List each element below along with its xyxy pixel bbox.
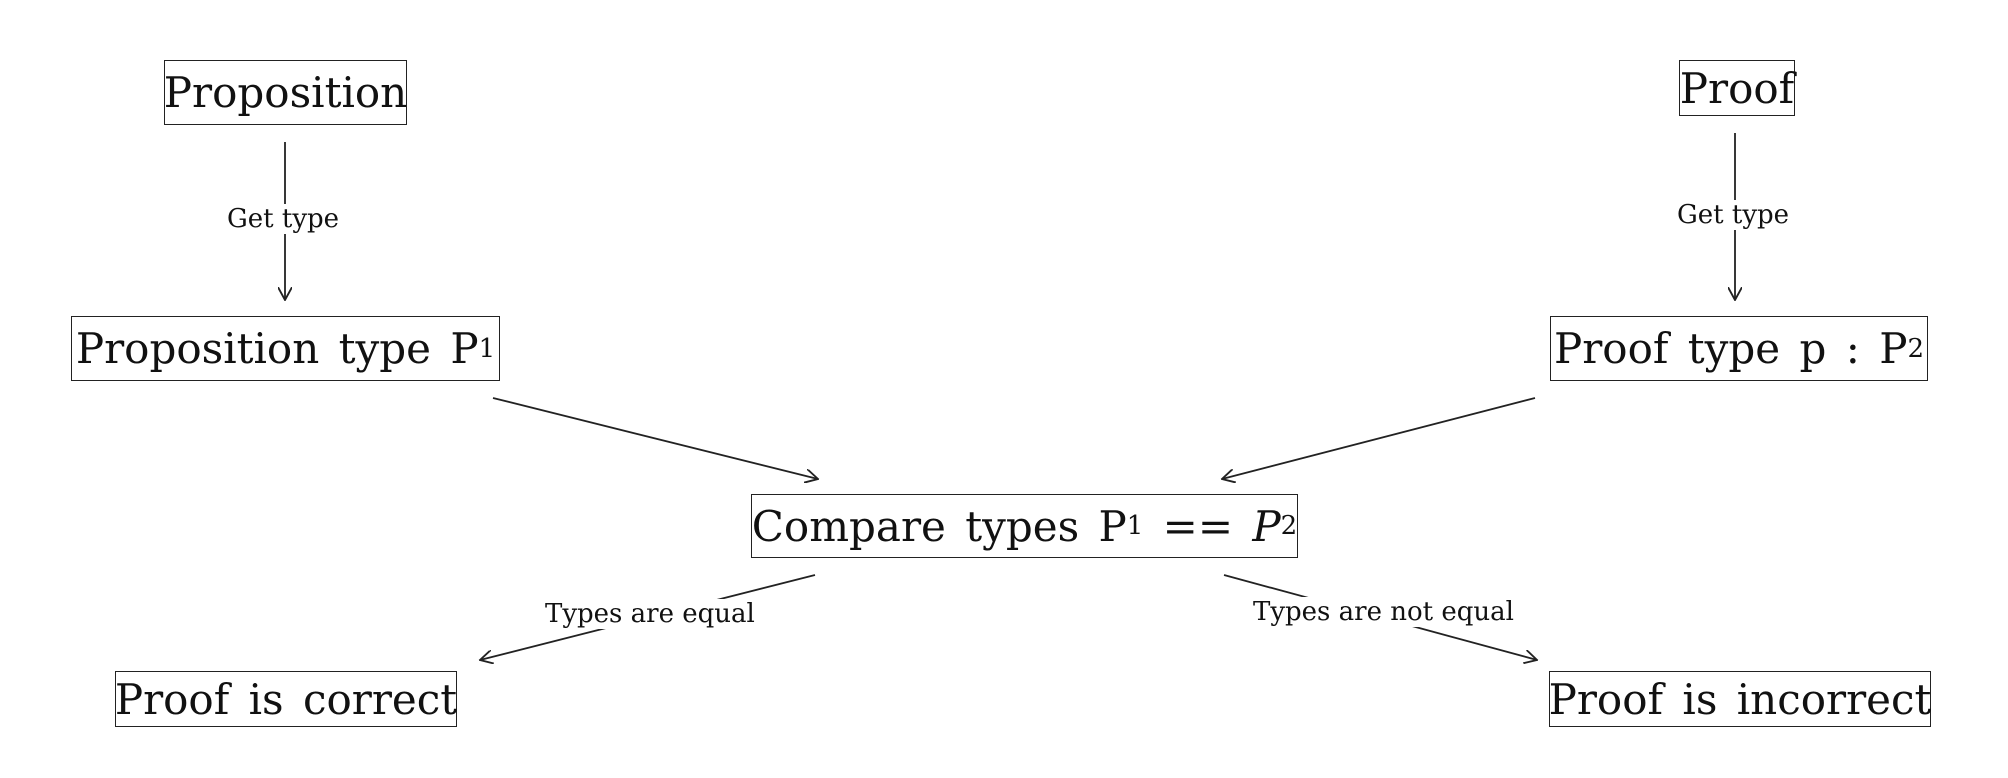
edge-label-get-type-left: Get type xyxy=(223,204,344,234)
node-proof-label: Proof xyxy=(1679,63,1795,113)
node-proof-correct-label: Proof is correct xyxy=(114,674,458,724)
arrow-proposition-type-to-compare xyxy=(492,397,818,479)
arrow-proof-type-to-compare xyxy=(1222,397,1536,479)
node-proof-incorrect-label: Proof is incorrect xyxy=(1548,674,1932,724)
node-proposition-label: Proposition xyxy=(163,68,408,117)
node-proposition-type-label: Proposition type P xyxy=(75,324,479,373)
edge-label-get-type-right: Get type xyxy=(1673,200,1794,230)
node-compare-variable: P xyxy=(1252,501,1281,551)
node-compare-label: Compare types P xyxy=(751,501,1127,551)
edge-label-types-not-equal: Types are not equal xyxy=(1249,597,1518,627)
node-compare-operator: == xyxy=(1143,501,1253,551)
node-proof-incorrect: Proof is incorrect xyxy=(1549,671,1931,727)
edge-label-types-equal: Types are equal xyxy=(541,599,759,629)
node-proof-correct: Proof is correct xyxy=(115,671,457,727)
node-proof: Proof xyxy=(1679,60,1795,116)
node-proposition: Proposition xyxy=(164,60,407,125)
node-proof-type-label: Proof type p : P xyxy=(1553,324,1908,373)
